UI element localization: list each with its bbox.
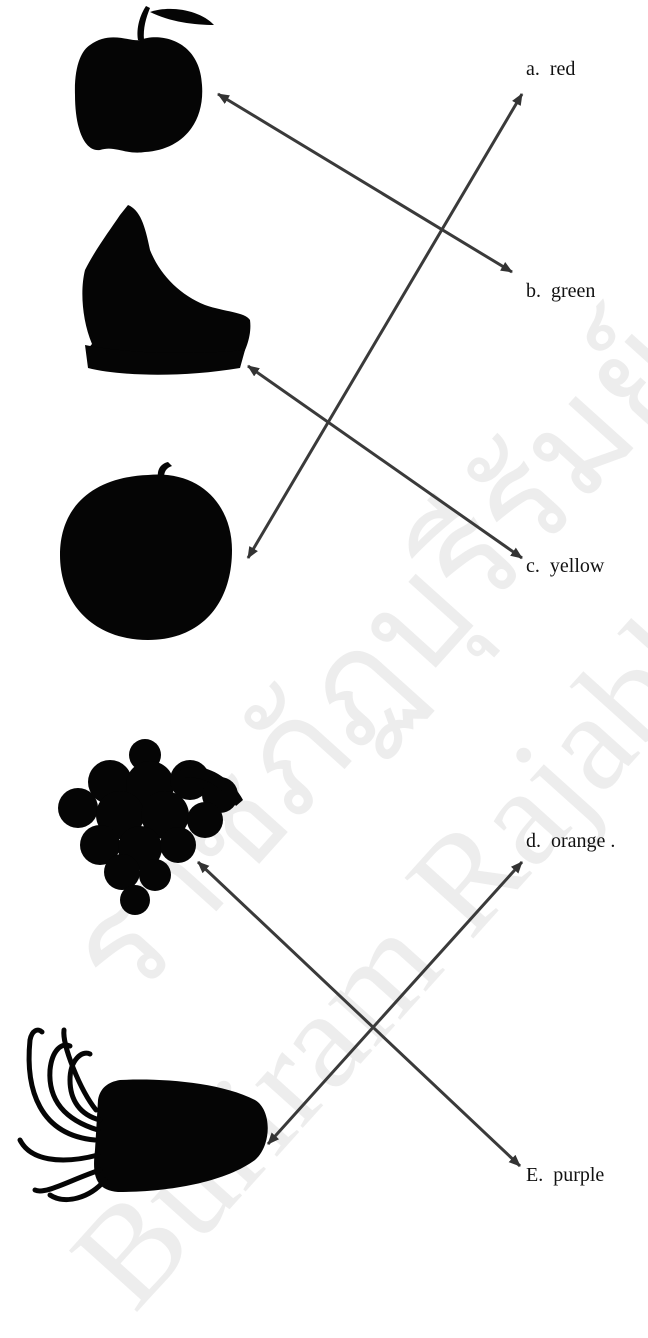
worksheet: ราชภัฏบุรีรัมย์ Buriram Rajabhat Un xyxy=(17,6,648,1336)
color-option-orange: d. orange . xyxy=(526,830,615,853)
color-option-red: a. red xyxy=(526,58,575,81)
orange-icon xyxy=(60,462,232,640)
option-word: purple xyxy=(553,1164,605,1186)
arrow-orange-to-red xyxy=(246,93,524,559)
option-word: green xyxy=(551,280,596,302)
option-letter: a. xyxy=(526,58,540,80)
option-letter: d. xyxy=(526,830,541,852)
option-letter: E. xyxy=(526,1164,544,1186)
color-option-yellow: c. yellow xyxy=(526,555,604,578)
option-letter: c. xyxy=(526,555,540,577)
color-option-green: b. green xyxy=(526,280,595,303)
apple-icon xyxy=(74,6,214,153)
option-word: red xyxy=(549,58,576,80)
matching-arrows xyxy=(196,92,524,1168)
option-word: orange . xyxy=(551,830,616,852)
grapes-icon xyxy=(58,739,243,915)
color-option-purple: E. purple xyxy=(526,1164,604,1187)
option-word: yellow xyxy=(549,555,605,577)
arrow-grapes-to-purple xyxy=(196,860,522,1168)
arrow-bananas-to-yellow xyxy=(247,364,523,560)
option-letter: b. xyxy=(526,280,541,302)
fruit-pictures xyxy=(17,6,268,1203)
banana-icon xyxy=(82,205,251,375)
arrow-carrot-to-orange xyxy=(266,860,524,1146)
